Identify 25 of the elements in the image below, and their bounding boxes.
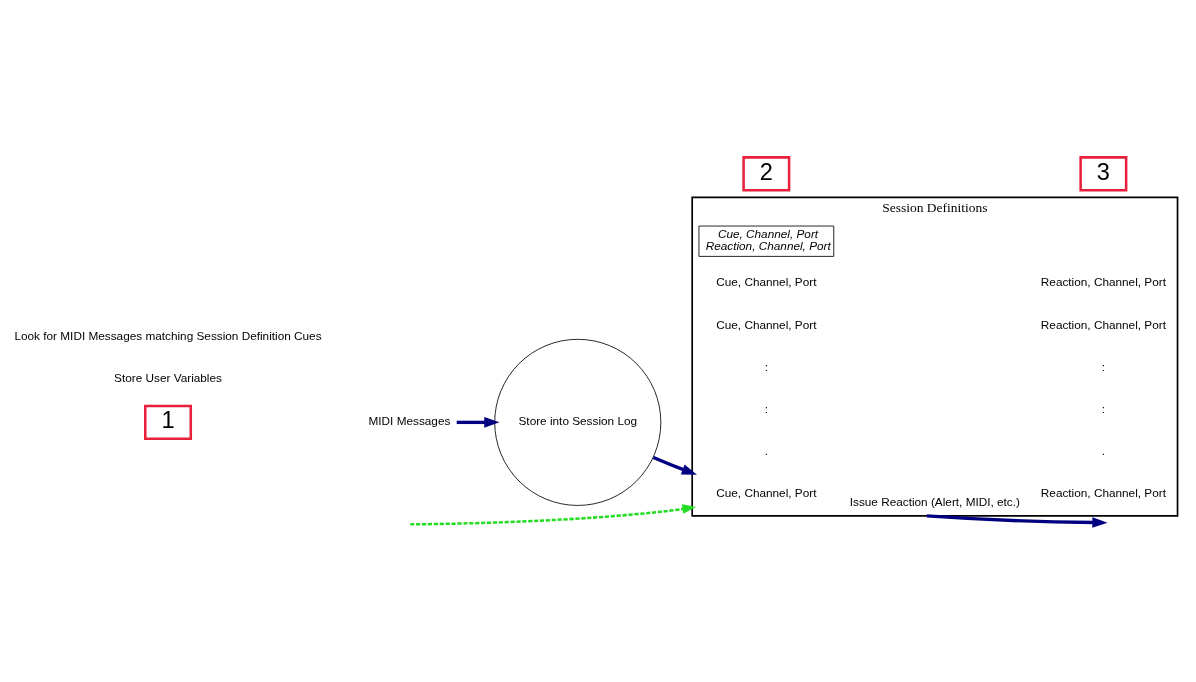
label: . (1101, 443, 1106, 457)
label: . (764, 443, 768, 457)
arrow (456, 417, 500, 428)
node-circle: Store into Session Log (494, 338, 662, 506)
label: : (1101, 359, 1106, 373)
node-box: 2 (742, 156, 791, 192)
label: Look for MIDI Messages matching Session Definition Cues (14, 328, 322, 342)
label: Cue, Channel, Port (716, 317, 817, 331)
arrow (410, 504, 696, 526)
label: : (1101, 401, 1106, 415)
edge-label: Issue Reaction (Alert, MIDI, etc.) (849, 494, 1020, 508)
label: Reaction, Channel, Port (1040, 317, 1166, 331)
label: Cue, Channel, Port (716, 486, 817, 500)
label: Reaction, Channel, Port (1040, 275, 1166, 289)
node-box: 3 (1079, 156, 1128, 192)
label: Reaction, Channel, Port (1040, 486, 1166, 500)
label: Store User Variables (114, 370, 222, 384)
label: Cue, Channel, Port (716, 275, 817, 289)
label: : (764, 359, 768, 373)
arrow (926, 514, 1108, 528)
node-text: MIDI Messages (368, 414, 451, 428)
arrow (652, 455, 697, 475)
node-box: 1 (144, 404, 193, 441)
label: : (764, 401, 768, 415)
node-box: Cue, Channel, Port Reaction, Channel, Port (698, 225, 835, 257)
